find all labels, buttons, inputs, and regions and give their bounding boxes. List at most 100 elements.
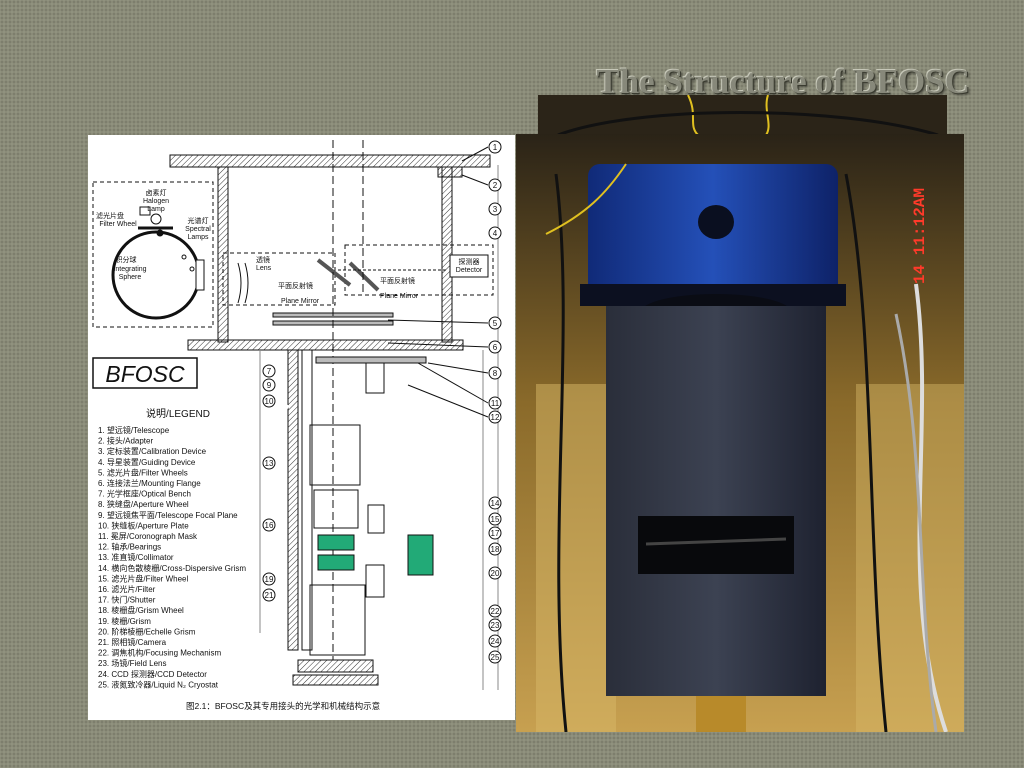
callout-number: 25	[491, 653, 500, 662]
telescope-plate	[169, 154, 491, 168]
callout-circle	[488, 396, 502, 410]
callout-circle	[488, 542, 502, 556]
callout-number: 14	[491, 499, 500, 508]
legend-item: 20. 阶梯棱栅/Echelle Grism	[98, 626, 196, 636]
callout-circle	[488, 526, 502, 540]
filter-wheel-label-cn: 滤光片盘	[96, 211, 124, 220]
legend-item: 5. 滤光片盘/Filter Wheels	[98, 467, 188, 477]
callout-number: 3	[493, 205, 498, 214]
callout-circle	[262, 378, 276, 392]
legend-item: 8. 狭缝盘/Aperture Wheel	[98, 499, 189, 509]
callout-circle	[488, 566, 502, 580]
legend-item: 1. 望远镜/Telescope	[98, 425, 170, 435]
filter-wheel-label-en: Filter Wheel	[99, 221, 137, 228]
callout-circle	[488, 410, 502, 424]
callout-number: 10	[265, 397, 274, 406]
lens-label-en: Lens	[256, 265, 272, 272]
detector-label-en: Detector	[456, 267, 483, 274]
callout-number: 6	[493, 343, 498, 352]
integrating-label-en-1: Integrating	[113, 266, 146, 273]
callout-number: 21	[265, 591, 274, 600]
halogen-label-en-1: Halogen	[143, 198, 169, 205]
bfosc-label-box	[92, 357, 198, 389]
callout-number: 23	[491, 621, 500, 630]
callout-number: 12	[491, 413, 500, 422]
callout-number: 13	[265, 459, 274, 468]
halogen-label-cn: 卤素灯	[146, 188, 167, 197]
legend-item: 25. 液氮致冷器/Liquid N₂ Cryostat	[98, 679, 219, 689]
legend-item: 22. 调焦机构/Focusing Mechanism	[98, 648, 221, 658]
legend-item: 11. 冕屏/Coronograph Mask	[98, 532, 198, 541]
callout-circle	[488, 340, 502, 354]
legend-item: 19. 棱栅/Grism	[98, 616, 151, 626]
callout-number: 22	[491, 607, 500, 616]
instrument-body	[606, 306, 826, 696]
photo-timestamp: 14 11:12AM	[911, 188, 929, 284]
spectral-label-en-1: Spectral	[185, 226, 211, 233]
callout-circle	[488, 618, 502, 632]
plane-mirror-label-en-1: Plane Mirror	[281, 298, 320, 305]
legend-item: 13. 准直镜/Collimator	[98, 552, 174, 562]
callout-circle	[488, 178, 502, 192]
callout-circle	[262, 364, 276, 378]
callout-number: 9	[267, 381, 272, 390]
legend-item: 14. 横向色散棱栅/Cross-Dispersive Grism	[98, 563, 246, 573]
spectral-label-cn: 光谱灯	[188, 216, 209, 225]
callout-circle	[488, 366, 502, 380]
optical-bench	[287, 349, 299, 651]
callout-circle	[488, 316, 502, 330]
legend-item: 6. 连接法兰/Mounting Flange	[98, 478, 201, 488]
callout-circle	[488, 226, 502, 240]
callout-number: 2	[493, 181, 498, 190]
callout-number: 20	[491, 569, 500, 578]
callout-number: 1	[493, 143, 498, 152]
legend-item: 12. 轴承/Bearings	[98, 542, 161, 552]
legend-item: 16. 滤光片/Filter	[98, 584, 156, 594]
legend-item: 4. 导星装置/Guiding Device	[98, 457, 196, 467]
legend-item: 21. 照相镜/Camera	[98, 637, 167, 647]
bfosc-label: BFOSC	[105, 361, 185, 387]
callout-circle	[488, 650, 502, 664]
callout-number: 4	[493, 229, 498, 238]
callout-number: 17	[491, 529, 500, 538]
callout-number: 24	[491, 637, 500, 646]
halogen-label-en-2: Lamp	[147, 206, 165, 213]
callout-number: 8	[493, 369, 498, 378]
callout-number: 5	[493, 319, 498, 328]
lens-label-cn: 透镜	[256, 255, 270, 264]
legend-item: 2. 接头/Adapter	[98, 436, 153, 446]
legend-item: 23. 场镜/Field Lens	[98, 658, 166, 668]
callout-number: 16	[265, 521, 274, 530]
callout-circle	[262, 456, 276, 470]
callout-circle	[488, 202, 502, 216]
plane-mirror-label-cn-1: 平面反射镜	[278, 281, 313, 290]
legend-title: 说明/LEGEND	[146, 407, 210, 420]
integrating-label-cn: 积分球	[116, 255, 137, 264]
callout-circle	[488, 634, 502, 648]
slide-title: The Structure of BFOSC	[596, 62, 970, 101]
bfosc-instrument-photo: 14 11:12AM	[516, 134, 964, 732]
legend-item: 15. 滤光片盘/Filter Wheel	[98, 573, 188, 583]
photo-top-strip	[538, 94, 947, 137]
detector-box	[449, 254, 489, 278]
callout-circle	[488, 604, 502, 618]
callout-number: 15	[491, 515, 500, 524]
diagram-caption: 图2.1：BFOSC及其专用接头的光学和机械结构示意	[186, 701, 380, 711]
callout-number: 18	[491, 545, 500, 554]
adapter-left-wall	[217, 166, 229, 343]
mounting-flange	[187, 339, 464, 351]
plane-mirror-label-cn-2: 平面反射镜	[380, 276, 415, 285]
callout-circle	[262, 572, 276, 586]
spectral-label-en-2: Lamps	[187, 234, 209, 241]
legend-item: 18. 棱栅盘/Grism Wheel	[98, 605, 184, 615]
legend-item: 3. 定标装置/Calibration Device	[98, 446, 207, 456]
callout-circle	[262, 518, 276, 532]
integrating-label-en-2: Sphere	[119, 274, 142, 281]
callout-circle	[488, 496, 502, 510]
callout-circle	[262, 394, 276, 408]
callout-number: 11	[491, 399, 500, 408]
plane-mirror-label-en-2: Plane Mirror	[380, 293, 419, 300]
